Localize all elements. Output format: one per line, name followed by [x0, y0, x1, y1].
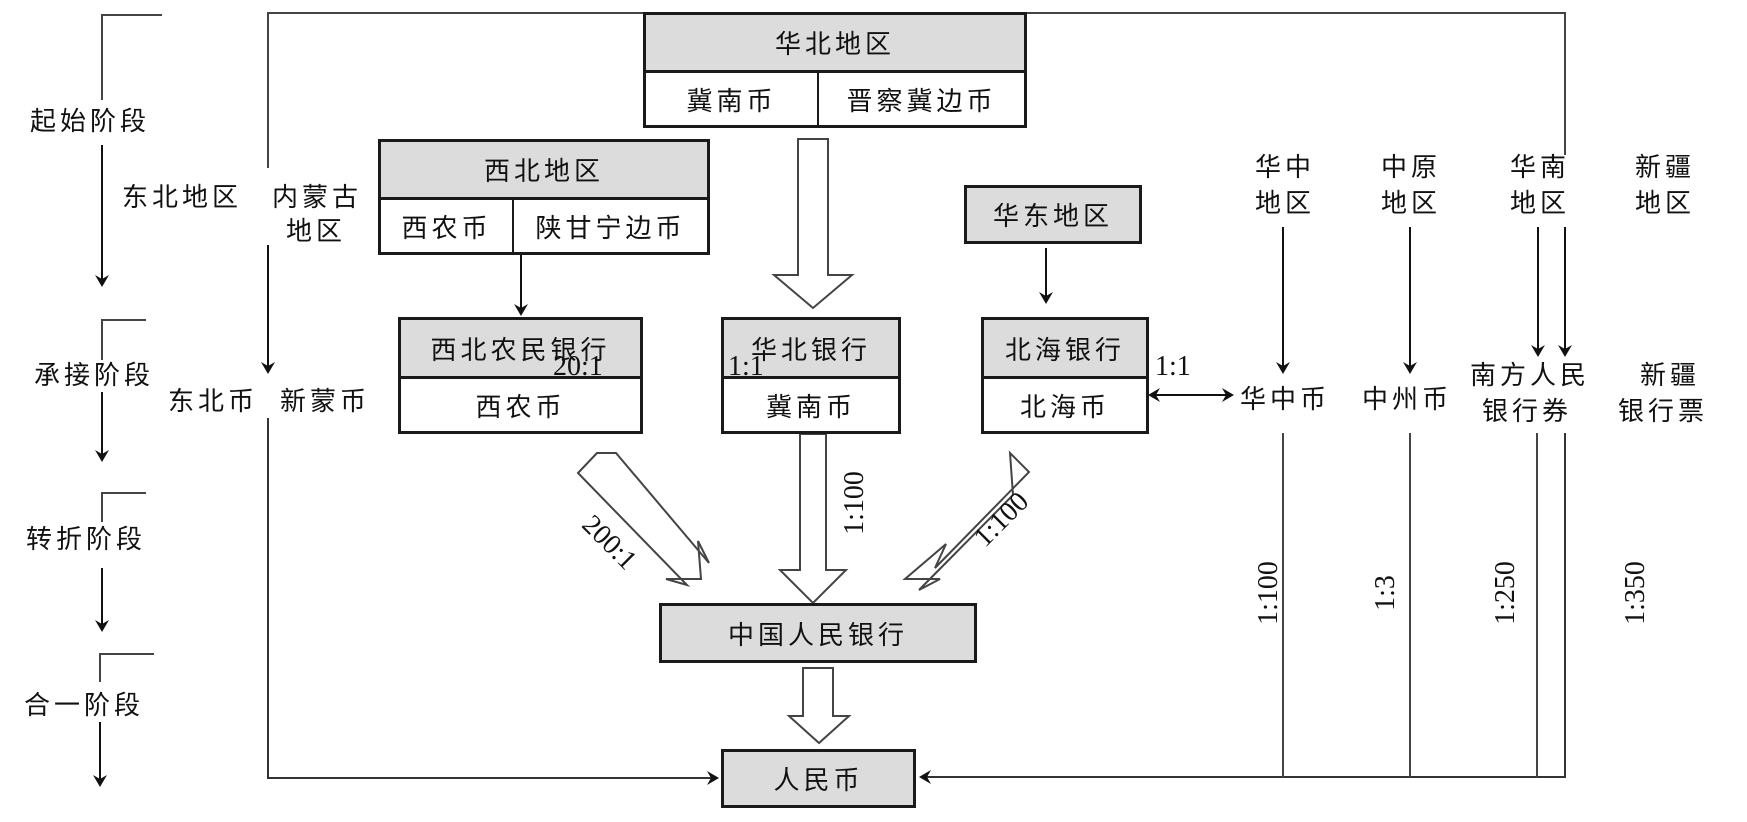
- stage-label-continue: 承接阶段: [34, 361, 155, 391]
- stage-arrow-2: [95, 319, 146, 462]
- rate-1-1-b: 1:1: [1155, 351, 1191, 382]
- stage-label-start: 起始阶段: [30, 107, 151, 137]
- rate-huazhong: 1:100: [1252, 561, 1284, 625]
- stage-arrow-1: [95, 14, 162, 287]
- right-to-rmb-line: [919, 433, 1566, 784]
- pboc-to-rmb-block-arrow: [786, 667, 852, 745]
- rate-xinjiang: 1:350: [1619, 561, 1651, 625]
- left-to-rmb-line: [267, 418, 719, 785]
- north-china-title: 华北地区: [646, 15, 1024, 70]
- rate-1-100-huabei: 1:100: [838, 471, 870, 535]
- currency-inner-mongolia: 新蒙币: [280, 387, 371, 417]
- region-xinjiang-line2: 地区: [1634, 189, 1695, 219]
- region-huazhong-line2: 地区: [1254, 189, 1315, 219]
- stage-label-unification: 合一阶段: [24, 691, 145, 721]
- stage-arrow-3: [95, 492, 146, 632]
- rate-zhongyuan: 1:3: [1369, 575, 1401, 611]
- east-china-box: 华东地区: [964, 185, 1142, 244]
- east-china-title: 华东地区: [967, 188, 1139, 241]
- bank-name: 北海银行: [984, 320, 1146, 376]
- pboc-label: 中国人民银行: [662, 606, 974, 660]
- northwest-title: 西北地区: [381, 142, 707, 197]
- rate-1-1-a: 1:1: [728, 351, 764, 382]
- region-zhongyuan-line2: 地区: [1380, 189, 1441, 219]
- region-xinjiang-line1: 新疆: [1634, 153, 1695, 183]
- region-northeast: 东北地区: [122, 183, 243, 213]
- stage-arrow-4: [93, 653, 154, 787]
- region-inner-mongolia-line2: 地区: [286, 217, 347, 247]
- northwest-currency-shaanganning: 陕甘宁边币: [512, 200, 707, 252]
- beihai-to-pboc-block-arrow: [902, 450, 1031, 591]
- outer-line-top-left: [267, 12, 645, 168]
- north-china-block-arrow: [771, 138, 855, 310]
- currency-huazhong: 华中币: [1240, 385, 1331, 415]
- rate-huanan: 1:250: [1489, 561, 1521, 625]
- bank-box-beihai: 北海银行 北海币: [981, 317, 1149, 434]
- bank-box-northwest-farmers: 西北农民银行 西农币: [398, 317, 643, 434]
- xinong-to-pboc-block-arrow: [576, 452, 710, 587]
- north-china-box: 华北地区 冀南币 晋察冀边币: [643, 12, 1027, 128]
- region-inner-mongolia-line1: 内蒙古: [272, 183, 363, 213]
- north-china-currency-jinan: 冀南币: [686, 86, 777, 117]
- bank-currency: 西农币: [475, 392, 566, 423]
- currency-xinjiang-line2: 银行票: [1618, 397, 1709, 427]
- region-huanan-line1: 华南: [1509, 153, 1570, 183]
- region-huanan-line2: 地区: [1509, 189, 1570, 219]
- bank-name: 华北银行: [724, 320, 898, 376]
- bank-currency: 冀南币: [765, 392, 856, 423]
- rmb-label: 人民币: [724, 752, 913, 805]
- currency-huanan-line1: 南方人民: [1470, 361, 1591, 391]
- currency-xinjiang-line1: 新疆: [1640, 361, 1701, 391]
- currency-zhongzhou: 中州币: [1362, 385, 1453, 415]
- region-huazhong-line1: 华中: [1254, 153, 1315, 183]
- stage-label-turning: 转折阶段: [26, 525, 147, 555]
- outer-line-top-right: [1025, 12, 1566, 155]
- northwest-currency-xinong: 西农币: [401, 213, 492, 244]
- currency-huanan-line2: 银行券: [1482, 397, 1573, 427]
- region-zhongyuan-line1: 中原: [1380, 153, 1441, 183]
- north-china-currency-jinchaji: 晋察冀边币: [817, 73, 1024, 125]
- rate-20-1: 20:1: [553, 351, 603, 382]
- rmb-box: 人民币: [721, 749, 916, 808]
- huabei-to-pboc-block-arrow: [777, 433, 849, 605]
- bank-currency: 北海币: [1019, 392, 1110, 423]
- pboc-box: 中国人民银行: [659, 603, 977, 663]
- bank-name: 西北农民银行: [401, 320, 640, 376]
- bank-box-huabei: 华北银行 冀南币: [721, 317, 901, 434]
- northwest-box: 西北地区 西农币 陕甘宁边币: [378, 139, 710, 255]
- currency-northeast: 东北币: [168, 387, 259, 417]
